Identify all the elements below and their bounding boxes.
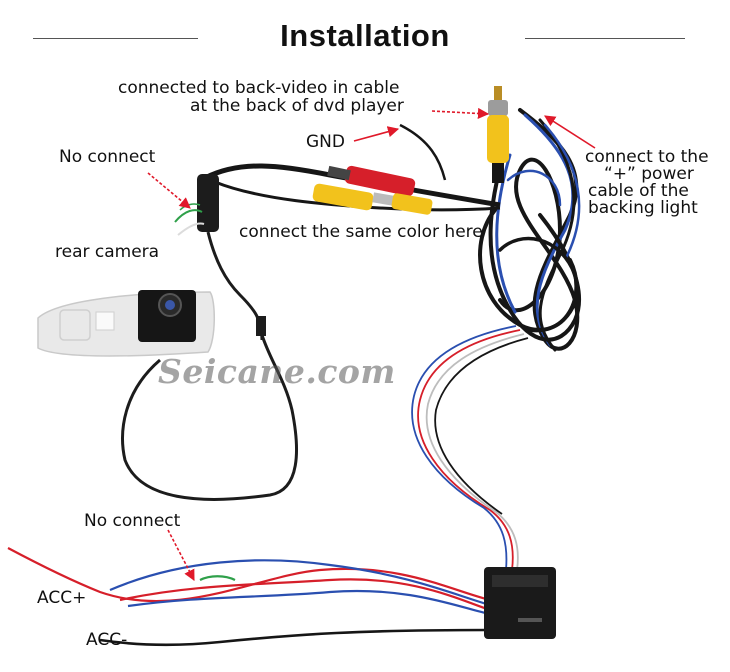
label-gnd: GND xyxy=(306,132,345,152)
label-back-video-line1: connected to back-video in cable xyxy=(118,78,400,98)
rca-yellow-plug-top xyxy=(487,86,509,183)
label-rear-camera: rear camera xyxy=(55,242,160,262)
rca-red-connector xyxy=(327,165,416,197)
rca-yellow-connector xyxy=(312,183,433,215)
label-no-connect-bottom: No connect xyxy=(84,511,181,531)
title-rule-right xyxy=(525,38,685,39)
rear-camera xyxy=(37,290,216,357)
power-harness xyxy=(411,325,529,571)
title-rule-left xyxy=(33,38,198,39)
label-acc-minus: ACC- xyxy=(86,630,128,650)
label-power-line4: backing light xyxy=(588,198,698,218)
label-power-line1: connect to the xyxy=(585,147,709,167)
control-box xyxy=(484,567,556,639)
label-back-video-line2: at the back of dvd player xyxy=(190,96,404,116)
label-acc-plus: ACC+ xyxy=(37,588,87,608)
label-no-connect-top: No connect xyxy=(59,147,156,167)
extension-cable-coil xyxy=(478,108,582,352)
camera-plug xyxy=(121,174,298,501)
label-power-line2: “+” power xyxy=(604,164,694,184)
label-same-color: connect the same color here xyxy=(239,222,483,242)
acc-power-cable xyxy=(7,547,491,647)
label-power-line3: cable of the xyxy=(588,181,689,201)
watermark: Seicane.com xyxy=(158,352,396,391)
page-title: Installation xyxy=(280,18,450,53)
annotation-arrows xyxy=(147,107,596,581)
